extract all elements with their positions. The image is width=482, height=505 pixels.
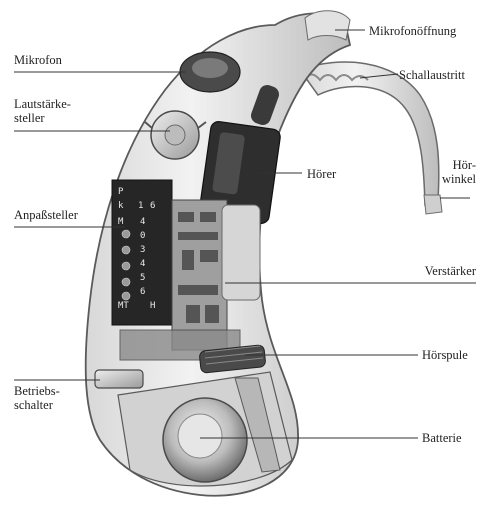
label-verstaerker: Verstärker xyxy=(380,264,476,278)
label-mikrofonoeffnung: Mikrofonöffnung xyxy=(369,24,456,38)
amplifier xyxy=(172,200,227,350)
ear-hook-tip xyxy=(424,195,442,214)
pcb-marking: 3 xyxy=(140,245,145,255)
pcb-marking: 5 xyxy=(140,273,145,283)
amplifier-cylinder xyxy=(222,205,260,300)
label-anpasssteller: Anpaßsteller xyxy=(14,208,78,222)
pcb-marking: 1 xyxy=(138,201,143,211)
pcb-marking: 0 xyxy=(140,231,145,241)
pcb-marking: k xyxy=(118,201,124,211)
operating-switch xyxy=(95,370,143,388)
pcb-marking: P xyxy=(118,187,124,197)
label-lautstaerkesteller: Lautstärke- steller xyxy=(14,97,71,125)
ear-hook xyxy=(300,62,439,205)
pcb-marking: MT xyxy=(118,301,129,311)
microphone-opening xyxy=(305,11,350,40)
pcb-marking: 6 xyxy=(140,287,145,297)
label-schallaustritt: Schallaustritt xyxy=(399,68,465,82)
pcb-marking: H xyxy=(150,301,155,311)
label-hoerwinkel: Hör- winkel xyxy=(420,158,476,186)
pcb-marking: 4 xyxy=(140,217,145,227)
label-hoerspule: Hörspule xyxy=(422,348,468,362)
label-hoerer: Hörer xyxy=(307,167,336,181)
label-betriebsschalter: Betriebs- schalter xyxy=(14,384,60,412)
pcb-marking: 6 xyxy=(150,201,155,211)
pcb-marking: M xyxy=(118,217,124,227)
label-mikrofon: Mikrofon xyxy=(14,53,62,67)
label-batterie: Batterie xyxy=(422,431,462,445)
pcb-marking: 4 xyxy=(140,259,145,269)
